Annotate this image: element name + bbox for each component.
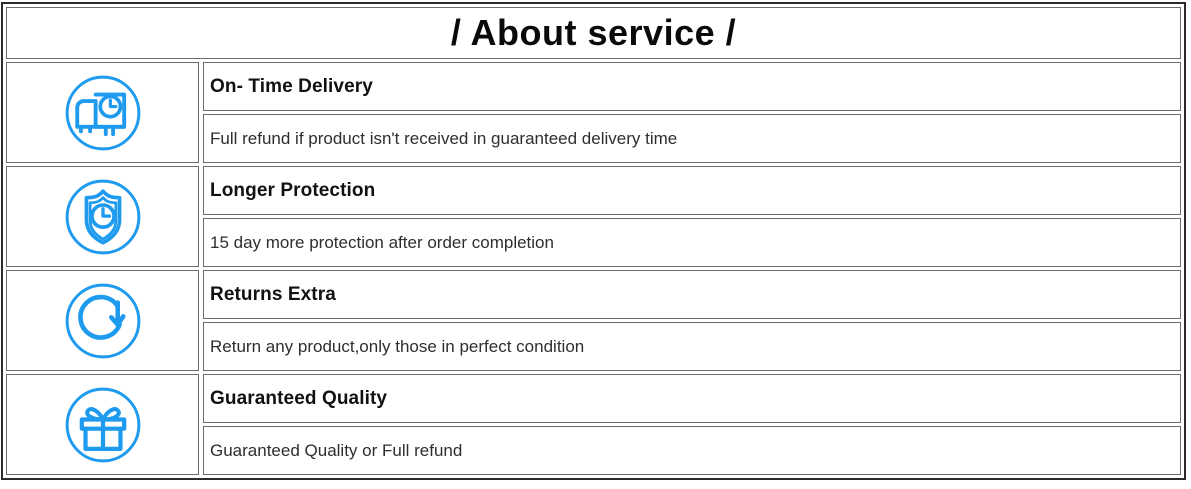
delivery-truck-clock-icon: [57, 67, 149, 159]
table-header-cell: / About service /: [6, 7, 1181, 59]
service-row: Longer Protection 15 day more protection…: [6, 166, 1181, 267]
service-text-cell: Guaranteed Quality Guaranteed Quality or…: [203, 374, 1181, 475]
service-title: Longer Protection: [210, 179, 376, 201]
service-title: Guaranteed Quality: [210, 387, 388, 409]
service-row: Guaranteed Quality Guaranteed Quality or…: [6, 374, 1181, 475]
service-text-cell: Longer Protection 15 day more protection…: [203, 166, 1181, 267]
service-title-cell: Returns Extra: [203, 270, 1181, 319]
service-icon-cell: [6, 374, 199, 475]
service-title-cell: On- Time Delivery: [203, 62, 1181, 111]
service-description-cell: Full refund if product isn't received in…: [203, 114, 1181, 163]
shield-clock-icon: [57, 171, 149, 263]
gift-box-icon: [57, 379, 149, 471]
service-description-cell: Return any product,only those in perfect…: [203, 322, 1181, 371]
service-description: Return any product,only those in perfect…: [210, 336, 585, 356]
service-title-cell: Longer Protection: [203, 166, 1181, 215]
service-text-cell: On- Time Delivery Full refund if product…: [203, 62, 1181, 163]
service-row: Returns Extra Return any product,only th…: [6, 270, 1181, 371]
service-row: On- Time Delivery Full refund if product…: [6, 62, 1181, 163]
page-title: / About service /: [450, 12, 737, 53]
service-description: 15 day more protection after order compl…: [210, 232, 554, 252]
refresh-return-arrow-icon: [57, 275, 149, 367]
service-description-cell: 15 day more protection after order compl…: [203, 218, 1181, 267]
service-description: Guaranteed Quality or Full refund: [210, 440, 463, 460]
service-title: Returns Extra: [210, 283, 336, 305]
service-text-cell: Returns Extra Return any product,only th…: [203, 270, 1181, 371]
service-description-cell: Guaranteed Quality or Full refund: [203, 426, 1181, 475]
service-icon-cell: [6, 62, 199, 163]
service-description: Full refund if product isn't received in…: [210, 128, 678, 148]
service-title-cell: Guaranteed Quality: [203, 374, 1181, 423]
about-service-table: / About service / On- Time Delivery: [1, 2, 1186, 480]
service-title: On- Time Delivery: [210, 75, 373, 97]
service-icon-cell: [6, 166, 199, 267]
service-icon-cell: [6, 270, 199, 371]
